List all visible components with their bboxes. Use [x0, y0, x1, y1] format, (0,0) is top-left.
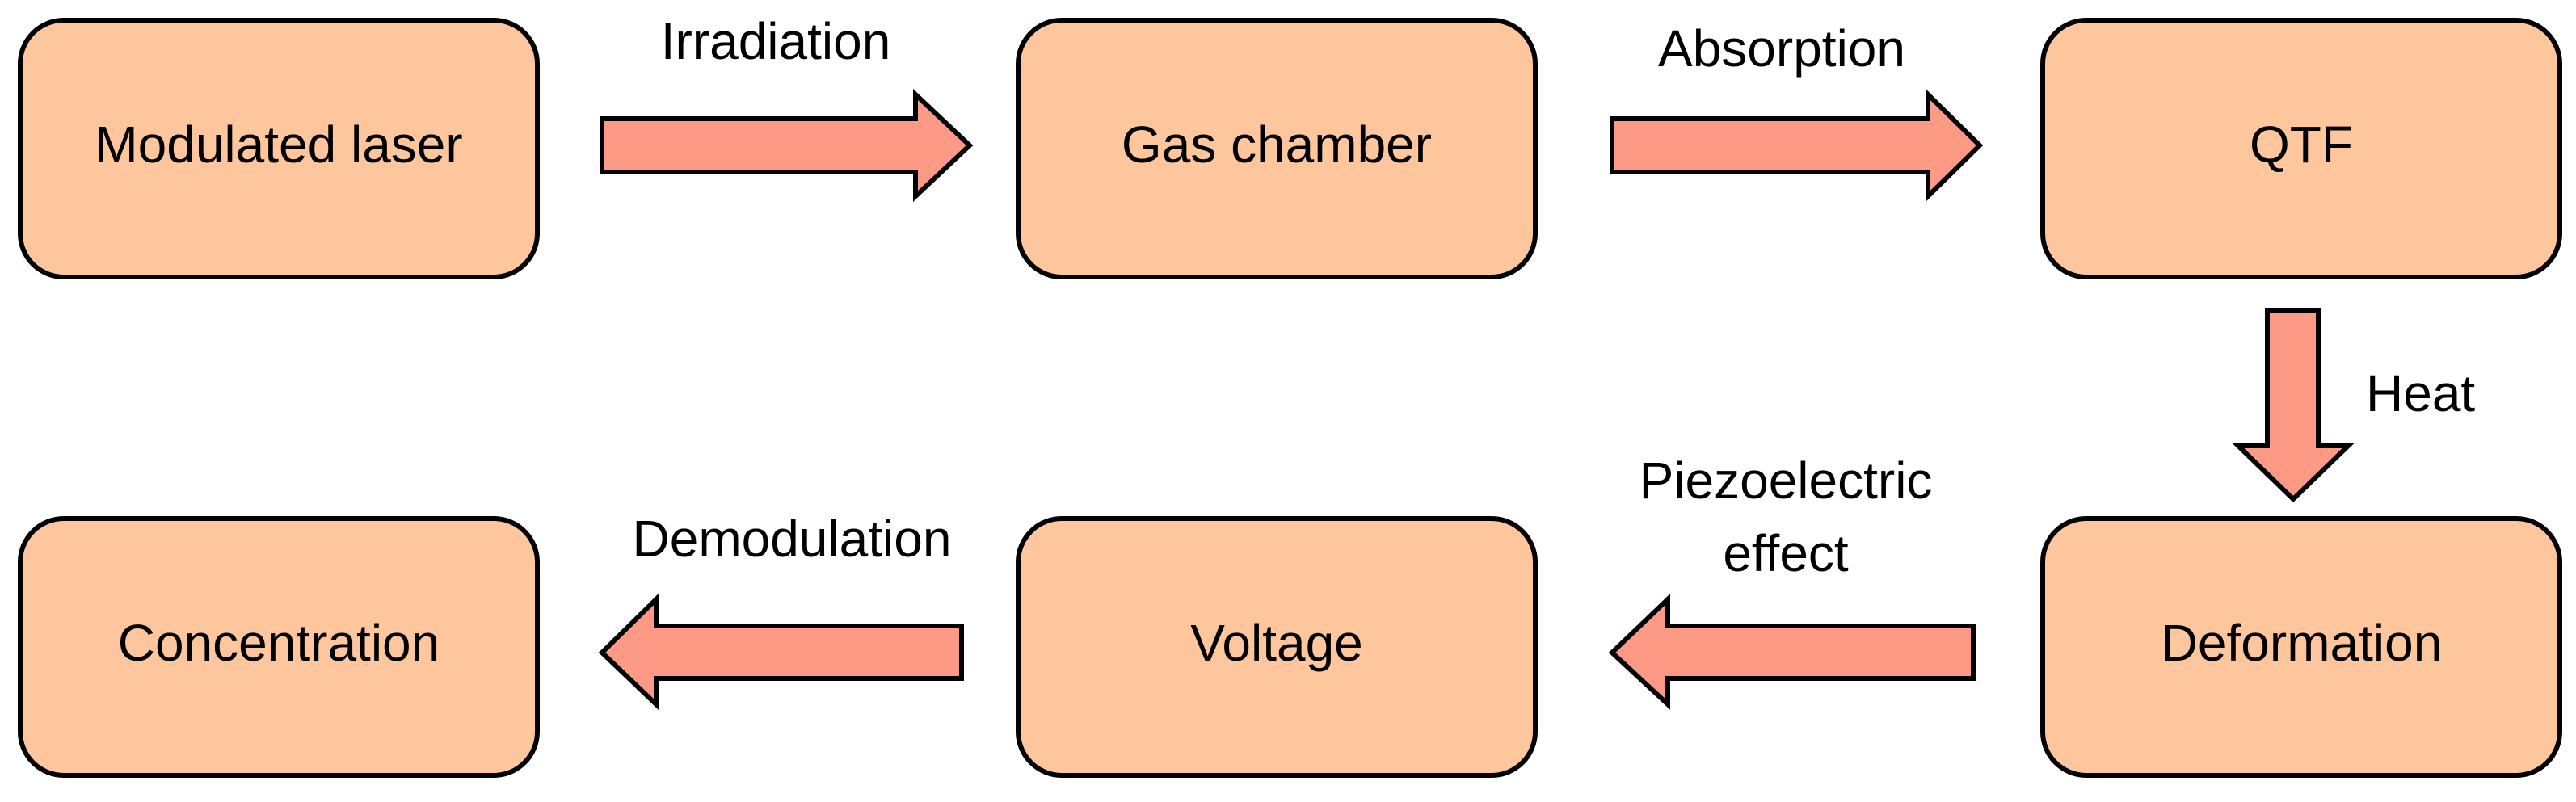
node-concentration: [18, 516, 540, 778]
arrow-heat: [2232, 308, 2355, 503]
label-voltage: Voltage: [1190, 614, 1363, 672]
label-concentration: Concentration: [118, 614, 440, 672]
node-modulated-laser: [18, 18, 540, 279]
node-deformation: [2040, 516, 2562, 778]
node-qtf: [2040, 18, 2562, 279]
label-piezoelectric-line1: Piezoelectric: [1639, 451, 1933, 510]
label-piezoelectric-line2: effect: [1723, 524, 1849, 582]
label-irradiation: Irradiation: [661, 12, 891, 70]
node-voltage: [1016, 516, 1538, 778]
label-deformation: Deformation: [2161, 614, 2443, 672]
arrow-absorption: [1610, 88, 1984, 203]
arrow-demodulation: [598, 593, 964, 711]
label-absorption: Absorption: [1658, 19, 1905, 78]
arrow-piezoelectric: [1608, 593, 1976, 710]
label-modulated-laser: Modulated laser: [95, 115, 462, 174]
label-qtf: QTF: [2250, 115, 2353, 174]
node-gas-chamber: [1016, 18, 1538, 279]
arrow-irradiation: [600, 89, 974, 202]
label-heat: Heat: [2366, 364, 2475, 422]
label-demodulation: Demodulation: [633, 510, 952, 568]
label-gas-chamber: Gas chamber: [1122, 115, 1432, 174]
